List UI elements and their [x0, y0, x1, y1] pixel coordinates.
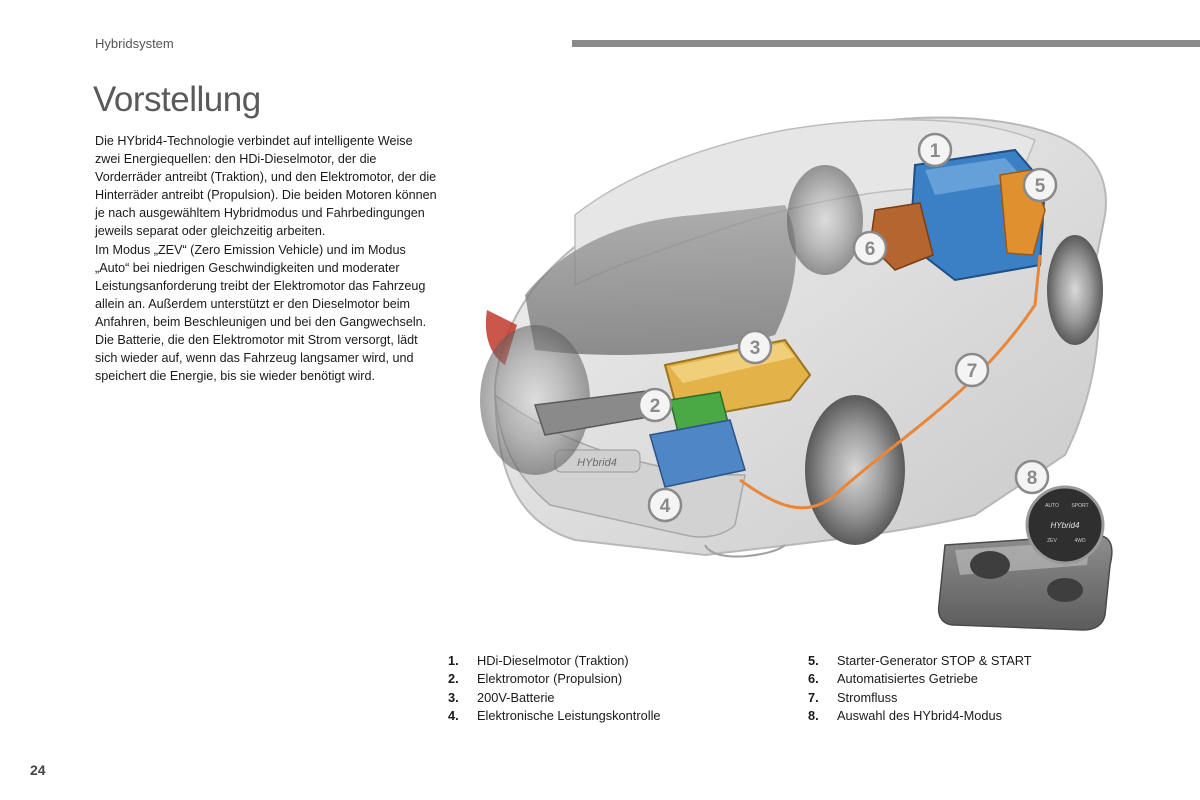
callout: 3: [737, 329, 773, 365]
callout: 4: [647, 487, 683, 523]
legend-label: HDi-Dieselmotor (Traktion): [477, 653, 629, 668]
legend-right: 5. Starter-Generator STOP & START 6. Aut…: [808, 652, 1138, 725]
callout-number: 6: [865, 239, 876, 260]
mode-selector-badge: HYbrid4: [1051, 521, 1080, 530]
callout-number: 7: [967, 361, 978, 382]
callout: 1: [917, 132, 953, 168]
intro-paragraph: Im Modus „ZEV“ (Zero Emission Vehicle) u…: [95, 242, 427, 329]
intro-paragraph: Die HYbrid4-Technologie verbindet auf in…: [95, 134, 437, 239]
callout-number: 1: [930, 141, 941, 162]
callout: 6: [852, 230, 888, 266]
legend-label: 200V-Batterie: [477, 689, 555, 705]
legend-item: 8. Auswahl des HYbrid4-Modus: [808, 707, 1138, 725]
legend-item: 5. Starter-Generator STOP & START: [808, 652, 1138, 670]
legend-left: 1. HDi-Dieselmotor (Traktion) 2. Elektro…: [448, 652, 778, 725]
legend-label: Auswahl des HYbrid4-Modus: [837, 707, 1003, 723]
legend-item: 1. HDi-Dieselmotor (Traktion): [448, 652, 778, 670]
page-title: Vorstellung: [93, 80, 261, 119]
legend-number: 2.: [448, 671, 459, 687]
legend-item: 6. Automatisiertes Getriebe: [808, 670, 1138, 688]
page-number: 24: [30, 762, 46, 778]
intro-paragraph: Die Batterie, die den Elektromotor mit S…: [95, 333, 418, 384]
callout: 2: [637, 387, 673, 423]
legend-number: 7.: [808, 689, 819, 705]
mode-label-4wd: 4WD: [1074, 538, 1086, 544]
rear-right-wheel: [805, 395, 905, 545]
callout-number: 4: [660, 496, 671, 517]
mode-label-zev: ZEV: [1047, 538, 1057, 544]
front-right-wheel: [1047, 235, 1103, 345]
mode-selector-dial: [1025, 485, 1105, 565]
callout: 7: [954, 352, 990, 388]
legend-item: 3. 200V-Batterie: [448, 689, 778, 707]
legend-item: 7. Stromfluss: [808, 689, 1138, 707]
callout-number: 2: [650, 396, 661, 417]
hybrid4-badge: HYbrid4: [577, 457, 617, 469]
legend-item: 4. Elektronische Leistungskontrolle: [448, 707, 778, 725]
wheels: [480, 165, 1103, 545]
power-electronics: [649, 419, 746, 488]
legend-number: 4.: [448, 707, 459, 723]
legend-label: Automatisiertes Getriebe: [837, 671, 978, 687]
intro-text: Die HYbrid4-Technologie verbindet auf in…: [95, 132, 440, 385]
current-flow-cable: [739, 254, 1042, 510]
front-left-wheel: [787, 165, 863, 275]
mode-label-auto: AUTO: [1045, 503, 1059, 509]
legend-label: Stromfluss: [837, 689, 898, 705]
legend-number: 3.: [448, 689, 459, 705]
callout-number: 5: [1035, 176, 1046, 197]
mode-selector-console: AUTO SPORT HYbrid4 ZEV 4WD: [937, 485, 1113, 631]
header-bar: [572, 40, 1200, 47]
legend-label: Elektronische Leistungskontrolle: [477, 707, 661, 723]
legend-number: 5.: [808, 653, 819, 668]
callout-number: 3: [750, 338, 761, 359]
legend-label: Elektromotor (Propulsion): [477, 671, 623, 687]
mode-label-sport: SPORT: [1071, 503, 1088, 509]
section-label: Hybridsystem: [95, 36, 174, 51]
components: [533, 148, 1047, 510]
legend-number: 1.: [448, 653, 459, 668]
rear-left-wheel: [480, 325, 590, 475]
callout: 8: [1014, 459, 1050, 495]
hybrid-system-illustration: HYbrid4 AUTO SPORT HYbrid4 ZEV 4WD 1: [480, 116, 1113, 631]
callout: 5: [1022, 167, 1058, 203]
legend-label: Starter-Generator STOP & START: [837, 653, 1032, 668]
legend-item: 2. Elektromotor (Propulsion): [448, 670, 778, 688]
legend-number: 8.: [808, 707, 819, 723]
legend-number: 6.: [808, 671, 819, 687]
callout-number: 8: [1027, 468, 1038, 489]
